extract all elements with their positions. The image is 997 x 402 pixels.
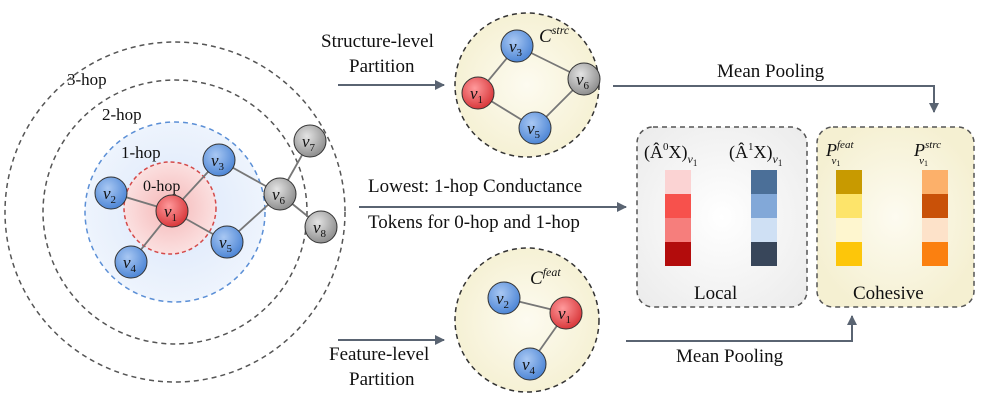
feature-cluster: v2 v1 v4 Cfeat bbox=[454, 247, 600, 393]
local-col2-cell-1 bbox=[751, 170, 777, 194]
structure-partition-label: Structure-level Partition bbox=[321, 31, 434, 77]
node-v2: v2 bbox=[94, 176, 128, 210]
cluster-s-node-v1: v1 bbox=[461, 76, 495, 110]
svg-text:Partition: Partition bbox=[349, 369, 415, 390]
cohesive-col1-cells bbox=[836, 170, 862, 266]
node-v7: v7 bbox=[293, 124, 327, 158]
arrow-mean-pooling-bottom bbox=[626, 315, 857, 342]
svg-text:v2: v2 bbox=[103, 184, 116, 206]
cohesive-col2-cell-4 bbox=[922, 242, 948, 266]
label-2-hop: 2-hop bbox=[102, 105, 142, 124]
feature-partition-label: Feature-level Partition bbox=[329, 344, 429, 390]
cluster-f-node-v4: v4 bbox=[513, 347, 547, 381]
label-1-hop: 1-hop bbox=[121, 143, 161, 162]
node-v4: v4 bbox=[114, 245, 148, 279]
cohesive-col1-cell-1 bbox=[836, 170, 862, 194]
local-col1-header: (Â0X)v1 bbox=[644, 141, 697, 168]
cohesive-col1-cell-3 bbox=[836, 218, 862, 242]
svg-text:v3: v3 bbox=[509, 37, 523, 59]
local-title: Local bbox=[694, 283, 737, 304]
cluster-s-node-v6: v6 bbox=[567, 62, 601, 96]
cohesive-col1-cell-2 bbox=[836, 194, 862, 218]
cohesive-title: Cohesive bbox=[853, 283, 924, 304]
local-col1-cell-1 bbox=[665, 170, 691, 194]
cluster-s-node-v5: v5 bbox=[518, 111, 552, 145]
local-box: (Â0X)v1 (Â1X)v1 Local bbox=[636, 126, 808, 308]
svg-text:v5: v5 bbox=[219, 233, 233, 255]
local-col2-cell-3 bbox=[751, 218, 777, 242]
node-v1: v1 bbox=[155, 194, 189, 228]
local-col1-cell-3 bbox=[665, 218, 691, 242]
svg-text:Feature-level: Feature-level bbox=[329, 344, 429, 365]
node-v3: v3 bbox=[202, 143, 236, 177]
svg-text:Structure-level: Structure-level bbox=[321, 31, 434, 52]
label-3-hop: 3-hop bbox=[67, 70, 107, 89]
local-col1-cell-2 bbox=[665, 194, 691, 218]
c-strc-label: Cstrc bbox=[539, 23, 570, 47]
node-v8: v8 bbox=[304, 210, 338, 244]
cohesive-col2-cells bbox=[922, 170, 948, 266]
svg-text:v4: v4 bbox=[522, 355, 536, 377]
mean-pooling-top-label: Mean Pooling bbox=[717, 61, 825, 82]
local-col2-header: (Â1X)v1 bbox=[729, 141, 782, 168]
node-v5: v5 bbox=[210, 225, 244, 259]
svg-text:v6: v6 bbox=[272, 185, 286, 207]
mean-pooling-bottom-label: Mean Pooling bbox=[676, 346, 784, 367]
cohesive-col1-cell-4 bbox=[836, 242, 862, 266]
svg-text:v8: v8 bbox=[313, 218, 327, 240]
svg-text:v2: v2 bbox=[496, 289, 509, 311]
structure-cluster: v1 v3 v5 v6 Cstrc bbox=[454, 12, 601, 158]
svg-text:v6: v6 bbox=[576, 70, 590, 92]
cohesive-col2-cell-1 bbox=[922, 170, 948, 194]
cohesive-col2-cell-2 bbox=[922, 194, 948, 218]
main-graph-nodes: v1 v2 v3 v4 v5 v6 v7 v8 bbox=[94, 124, 338, 279]
svg-text:v7: v7 bbox=[302, 132, 316, 154]
arrow-mean-pooling-top bbox=[613, 85, 939, 113]
cluster-f-node-v2: v2 bbox=[487, 281, 521, 315]
svg-text:Partition: Partition bbox=[349, 56, 415, 77]
c-feat-label: Cfeat bbox=[530, 265, 561, 289]
svg-text:v5: v5 bbox=[527, 119, 541, 141]
label-0-hop: 0-hop bbox=[143, 178, 180, 195]
local-col1-cell-4 bbox=[665, 242, 691, 266]
local-col2-cell-4 bbox=[751, 242, 777, 266]
local-col2-cells bbox=[751, 170, 777, 266]
cohesive-col2-cell-3 bbox=[922, 218, 948, 242]
svg-text:v3: v3 bbox=[211, 151, 225, 173]
middle-label-1: Lowest: 1-hop Conductance bbox=[368, 176, 582, 197]
cluster-s-node-v3: v3 bbox=[500, 29, 534, 63]
svg-text:v1: v1 bbox=[470, 84, 483, 106]
node-v6: v6 bbox=[263, 177, 297, 211]
cluster-f-node-v1: v1 bbox=[549, 296, 583, 330]
svg-text:v1: v1 bbox=[164, 202, 177, 224]
local-col2-cell-2 bbox=[751, 194, 777, 218]
middle-label-2: Tokens for 0-hop and 1-hop bbox=[368, 212, 580, 233]
local-col1-cells bbox=[665, 170, 691, 266]
svg-text:v1: v1 bbox=[558, 304, 571, 326]
svg-text:v4: v4 bbox=[123, 253, 137, 275]
